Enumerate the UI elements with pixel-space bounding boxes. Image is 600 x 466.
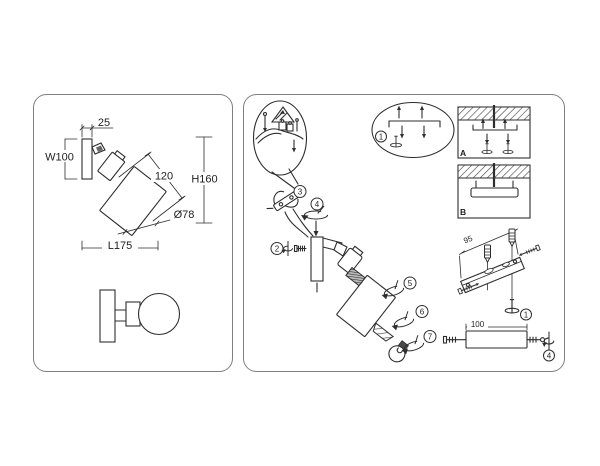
side-view-drawing (81, 138, 167, 236)
svg-text:7: 7 (428, 332, 433, 341)
wall-plate-exploded (310, 236, 324, 282)
arm-top-view (125, 301, 141, 327)
shade-top-view (137, 292, 181, 336)
left-screw-icon (442, 335, 467, 344)
retaining-ring (372, 322, 395, 342)
wire (284, 211, 309, 238)
detail-panel-b: B (457, 163, 531, 219)
step-6-badge: 6 (415, 305, 429, 318)
svg-text:4: 4 (315, 200, 320, 209)
top-view-drawing (99, 289, 181, 343)
dimensions: 25 W100 120 H160 Ø78 (43, 117, 221, 252)
svg-text:4: 4 (547, 351, 552, 360)
lamp-socket (97, 149, 126, 181)
step-1-badge: 1 (375, 130, 387, 143)
svg-text:3: 3 (298, 187, 303, 196)
light-bulb (388, 340, 409, 363)
panel-b-label: B (460, 207, 466, 217)
terminal-block (278, 121, 287, 131)
dim-depth: 25 (98, 117, 110, 129)
step-4-badge: 4 (310, 197, 324, 211)
small-screw-icon (293, 244, 307, 253)
dim-plate-height: W100 (45, 152, 74, 164)
step-4-badge: 4 (543, 349, 555, 362)
right-screw-icon (526, 336, 546, 343)
dim-overall-height: H160 (191, 174, 217, 186)
step-7-badge: 7 (423, 330, 437, 343)
dim-backplate-length: 100 (471, 320, 485, 329)
panel-a-label: A (460, 148, 466, 158)
lamp-shade (99, 166, 167, 236)
socket-exploded (337, 245, 364, 274)
left-panel: 25 W100 120 H160 Ø78 (33, 94, 233, 372)
wall-plate-top-view (99, 289, 116, 343)
dim-bracket-length: 95 (462, 234, 474, 246)
right-panel: 3 4 2 (243, 94, 565, 372)
svg-text:6: 6 (420, 307, 425, 316)
step-2-badge: 2 (270, 242, 284, 255)
step-5-badge: 5 (403, 276, 417, 290)
svg-text:5: 5 (408, 279, 413, 288)
wire (292, 208, 314, 237)
pivot-detail (96, 145, 103, 152)
svg-text:1: 1 (524, 310, 529, 319)
svg-text:2: 2 (275, 244, 280, 253)
step-1-badge: 1 (520, 308, 532, 321)
dim-shade-diameter: Ø78 (174, 209, 195, 221)
right-panel-frame (243, 94, 565, 372)
wiring-detail (255, 106, 304, 153)
backplate-100-view: 100 4 (442, 318, 555, 362)
detail-panel-a: A (457, 105, 531, 159)
step-3-badge: 3 (293, 185, 307, 198)
shade-exploded (336, 275, 396, 337)
step-1-callout: 1 (371, 101, 455, 159)
dim-overall-length: L175 (108, 240, 132, 252)
dim-shade-length: 120 (155, 171, 173, 183)
wall-plate (81, 138, 93, 180)
wiring-callout (252, 100, 308, 189)
svg-text:1: 1 (379, 132, 384, 141)
bracket-3d-view: 95 1 (457, 228, 541, 321)
backplate-front (465, 330, 528, 349)
backplate (470, 187, 519, 198)
lamp-arm (322, 237, 348, 257)
